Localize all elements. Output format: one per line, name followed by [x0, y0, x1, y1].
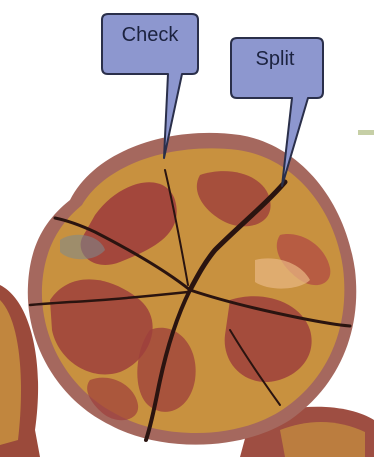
split-label: Split: [256, 48, 295, 70]
check-label: Check: [122, 24, 180, 46]
log-end: [28, 133, 356, 445]
